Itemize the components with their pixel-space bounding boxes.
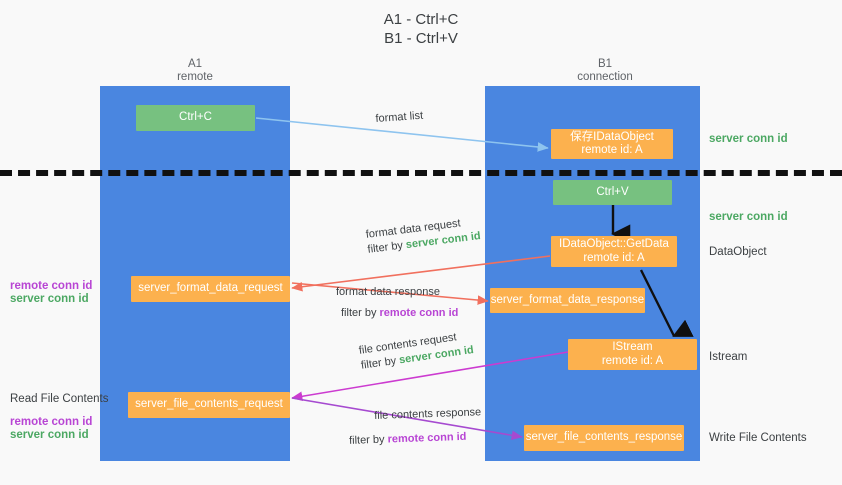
- node-server-file-contents-response[interactable]: server_file_contents_response: [524, 425, 684, 451]
- edge-label-file-contents-response: file contents response filter by remote …: [349, 405, 482, 448]
- edge-label-format-list: format list: [375, 109, 424, 127]
- lane-a1-name: A1: [187, 58, 203, 70]
- note-istream: Istream: [709, 351, 748, 363]
- diagram-title-line2: B1 - Ctrl+V: [384, 30, 458, 47]
- lane-b1-name: B1: [597, 58, 613, 70]
- node-server-format-data-response-label: server_format_data_response: [490, 293, 645, 306]
- node-save-dataobject[interactable]: 保存IDataObject remote id: A: [551, 129, 673, 159]
- node-istream[interactable]: IStream remote id: A: [568, 339, 697, 370]
- node-ctrl-c[interactable]: Ctrl+C: [136, 105, 255, 131]
- filter-prefix: filter by: [360, 354, 401, 372]
- node-server-format-data-request-label: server_format_data_request: [138, 282, 283, 295]
- note-read-file-contents: Read File Contents: [10, 393, 109, 405]
- edge-label-format-data-response-text: format data response: [336, 286, 440, 298]
- node-server-file-contents-request[interactable]: server_file_contents_request: [128, 392, 290, 418]
- note-top-server-conn-id: server conn id: [709, 133, 788, 145]
- note-file-server-conn-id: server conn id: [10, 429, 89, 441]
- node-save-dataobject-line2: remote id: A: [581, 144, 643, 156]
- node-ctrl-v-label: Ctrl+V: [596, 185, 629, 198]
- edge-label-format-data-response: format data response filter by remote co…: [336, 285, 458, 321]
- node-server-file-contents-response-label: server_file_contents_response: [525, 431, 683, 444]
- node-ctrl-v[interactable]: Ctrl+V: [553, 180, 672, 205]
- edge-label-format-list-text: format list: [375, 109, 424, 125]
- filter-prefix: filter by: [366, 239, 407, 256]
- node-server-format-data-request[interactable]: server_format_data_request: [131, 276, 290, 302]
- node-getdata-line1: IDataObject::GetData: [559, 238, 669, 250]
- node-save-dataobject-line1: 保存IDataObject: [570, 130, 654, 143]
- diagram-title-line1: A1 - Ctrl+C: [383, 11, 459, 28]
- edge-label-format-data-response-filter: filter by remote conn id: [341, 306, 458, 321]
- edge-label-file-contents-response-text: file contents response: [374, 406, 482, 422]
- node-ctrl-c-label: Ctrl+C: [179, 111, 212, 124]
- node-istream-line2: remote id: A: [601, 354, 664, 367]
- edge-label-file-contents-request: file contents request filter by server c…: [358, 328, 475, 374]
- filter-prefix: filter by: [348, 433, 388, 447]
- lane-a1-subtitle: remote: [177, 71, 213, 83]
- filter-prefix: filter by: [341, 307, 380, 319]
- note-write-file-contents: Write File Contents: [709, 432, 807, 444]
- node-getdata[interactable]: IDataObject::GetData remote id: A: [551, 236, 677, 267]
- note-dataobject: DataObject: [709, 246, 767, 258]
- lane-header-b1: B1 connection: [525, 58, 685, 84]
- node-istream-line1: IStream: [612, 341, 653, 353]
- note-mid-server-conn-id: server conn id: [709, 211, 788, 223]
- node-server-file-contents-request-label: server_file_contents_request: [135, 398, 283, 411]
- note-format-server-conn-id: server conn id: [10, 293, 89, 305]
- phase-divider: [0, 170, 842, 176]
- lane-b1-subtitle: connection: [577, 71, 633, 83]
- note-format-remote-conn-id: remote conn id: [10, 280, 93, 292]
- note-file-remote-conn-id: remote conn id: [10, 416, 93, 428]
- edge-label-format-data-request: format data request filter by server con…: [365, 214, 482, 258]
- filter-token-remote-conn-id: remote conn id: [379, 307, 459, 319]
- lane-header-a1: A1 remote: [115, 58, 275, 84]
- edge-label-file-contents-response-filter: filter by remote conn id: [349, 429, 482, 449]
- node-getdata-line2: remote id: A: [583, 251, 645, 264]
- node-server-format-data-response[interactable]: server_format_data_response: [490, 288, 645, 313]
- filter-token-remote-conn-id: remote conn id: [387, 430, 467, 446]
